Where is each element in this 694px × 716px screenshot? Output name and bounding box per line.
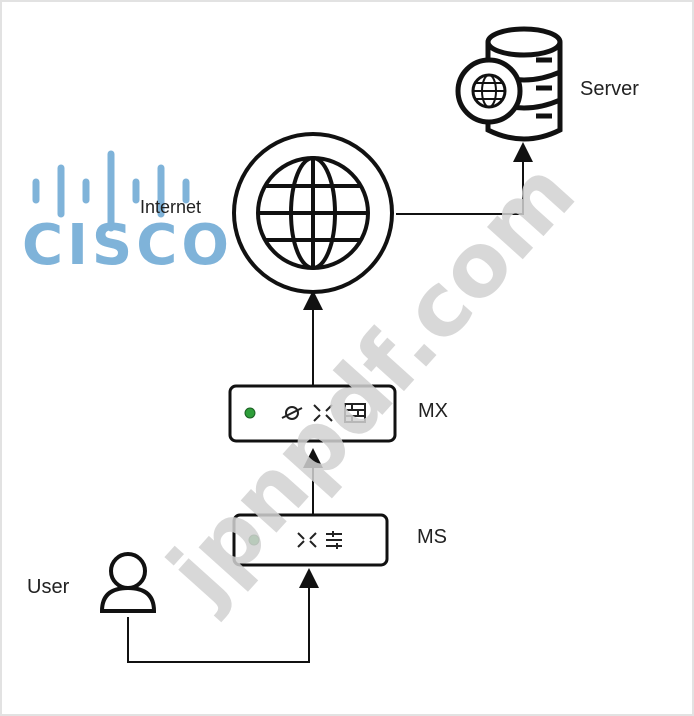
ms-status-led: [248, 534, 260, 546]
ms-label: MS: [417, 526, 447, 548]
server-label: Server: [580, 78, 639, 100]
mx-label: MX: [418, 400, 448, 422]
internet-label: Internet: [140, 197, 202, 217]
server-globe-badge: [455, 57, 523, 125]
link-internet-server: [396, 142, 533, 215]
cisco-logo-bars: [32, 150, 190, 232]
switch-icon: [297, 532, 317, 548]
user-label: User: [27, 576, 70, 598]
internet-globe: [232, 132, 394, 294]
switch-icon: [313, 404, 333, 422]
mx-status-led: [244, 407, 256, 419]
globe-icon: [256, 156, 370, 270]
ms-device: [232, 513, 389, 567]
router-icon: [281, 406, 303, 420]
cisco-logo-wordmark: CISCO: [22, 213, 233, 278]
link-user-ms: [127, 568, 319, 663]
user-icon: [99, 552, 157, 613]
mx-device: [228, 384, 397, 443]
settings-sliders-icon: [326, 531, 342, 549]
connectors: [127, 142, 533, 663]
firewall-icon: [344, 403, 366, 423]
